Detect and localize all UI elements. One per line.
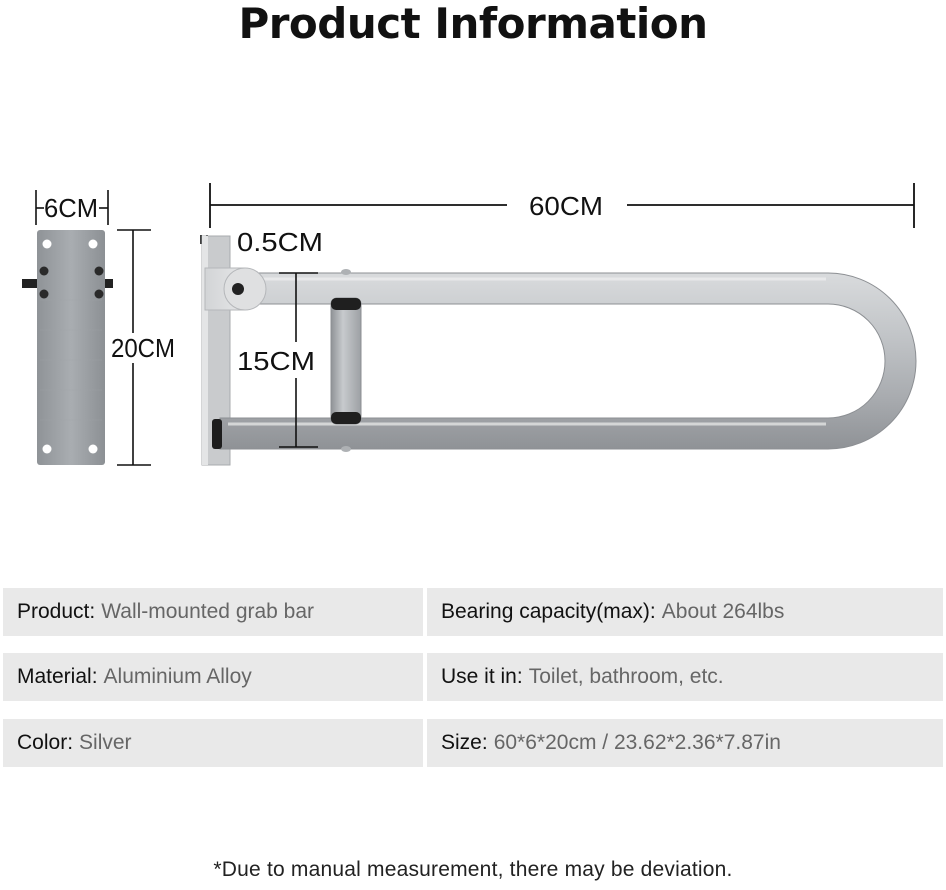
spec-value: 60*6*20cm / 23.62*2.36*7.87in — [493, 731, 781, 754]
wall-plate — [37, 230, 105, 465]
spec-value: Aluminium Alloy — [103, 665, 252, 688]
plate-height-label: 20CM — [111, 333, 175, 363]
tube-end-cap — [212, 419, 222, 449]
spec-value: About 264lbs — [661, 600, 785, 623]
product-dimension-diagram: 6CM 20CM — [22, 183, 917, 466]
spec-cell-bearing-capacity: Bearing capacity(max): About 264lbs — [427, 588, 943, 636]
spec-value: Silver — [79, 731, 132, 754]
plate-knob-left — [22, 279, 37, 288]
grab-bar-side-view: 60CM 0.5CM 15CM — [200, 183, 917, 466]
spec-cell-size: Size: 60*6*20cm / 23.62*2.36*7.87in — [427, 719, 943, 767]
spec-label: Size — [441, 731, 482, 754]
plate-knob-right — [105, 279, 113, 288]
spec-label: Color — [17, 731, 68, 754]
spec-label: Bearing capacity(max) — [441, 600, 650, 623]
spec-cell-material: Material: Aluminium Alloy — [3, 653, 423, 701]
hinge-joint — [223, 267, 267, 311]
spec-cell-product: Product: Wall-mounted grab bar — [3, 588, 423, 636]
spec-value: Toilet, bathroom, etc. — [528, 665, 724, 688]
spec-row: Material: Aluminium Alloy Use it in: Toi… — [3, 653, 943, 701]
spec-label: Material — [17, 665, 92, 688]
plate-bolts — [39, 266, 104, 299]
spec-row: Color: Silver Size: 60*6*20cm / 23.62*2.… — [3, 719, 943, 767]
spec-cell-color: Color: Silver — [3, 719, 423, 767]
plate-width-label: 6CM — [44, 193, 98, 223]
spec-label: Product — [17, 600, 90, 623]
thickness-label: 0.5CM — [237, 227, 323, 257]
spec-value: Wall-mounted grab bar — [101, 600, 315, 623]
vertical-handle — [330, 297, 362, 425]
u-shaped-tube — [219, 272, 917, 450]
spec-label: Use it in — [441, 665, 517, 688]
measurement-footnote: *Due to manual measurement, there may be… — [213, 858, 733, 881]
spec-cell-use-it-in: Use it in: Toilet, bathroom, etc. — [427, 653, 943, 701]
wall-plate-front-view: 6CM 20CM — [22, 190, 175, 466]
bar-gap-label: 15CM — [237, 346, 315, 376]
plate-screw-holes — [42, 239, 98, 454]
page-title: Product Information — [238, 0, 708, 48]
length-label: 60CM — [529, 191, 603, 221]
spec-row: Product: Wall-mounted grab bar Bearing c… — [3, 588, 943, 636]
hinge-bolt — [232, 283, 244, 295]
